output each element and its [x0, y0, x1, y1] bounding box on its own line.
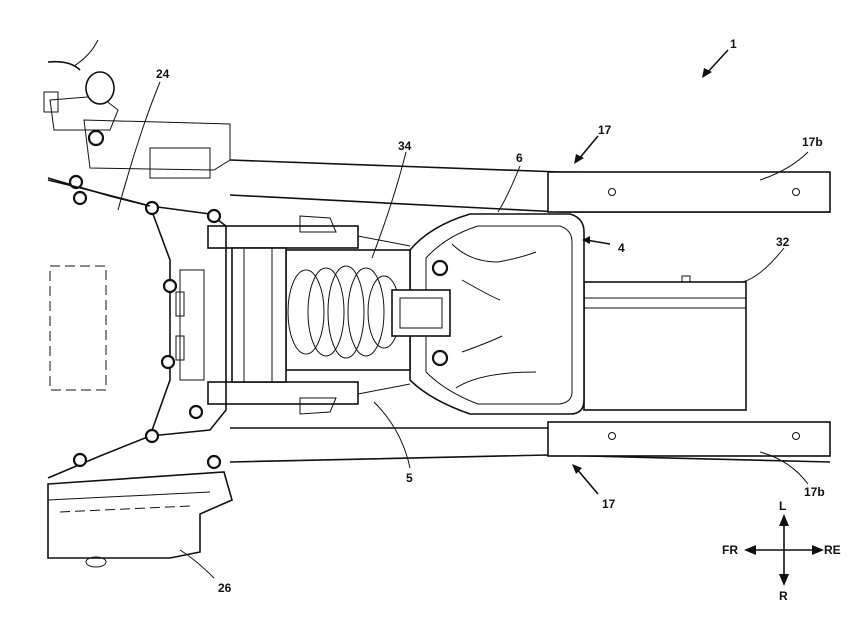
label-26: 26: [218, 581, 232, 595]
compass-front-label: FR: [722, 543, 738, 557]
side-frame-upper: [229, 159, 831, 213]
label-17b-top: 17b: [802, 135, 823, 149]
label-24: 24: [156, 67, 170, 81]
label-1: 1: [730, 37, 737, 51]
label-34: 34: [398, 139, 412, 153]
direction-compass: L R FR RE: [722, 499, 841, 603]
label-17b-bottom: 17b: [804, 485, 825, 499]
compass-right-label: R: [779, 589, 788, 603]
label-17-top: 17: [598, 123, 612, 137]
leader-lines: [73, 39, 809, 579]
side-frame-lower: [229, 421, 831, 463]
coil-spring: [285, 249, 451, 371]
engine-block: [43, 60, 231, 479]
battery-box: [583, 275, 747, 411]
label-17-bottom: 17: [602, 497, 616, 511]
oil-pan: [47, 471, 233, 568]
transmission-case: [409, 213, 585, 415]
reference-labels: 1 24 17 17b 34 6 4 32 5 17 17b 26: [156, 37, 825, 595]
mount-bracket: [207, 215, 411, 415]
label-32: 32: [776, 235, 790, 249]
compass-rear-label: RE: [824, 543, 841, 557]
label-5: 5: [406, 471, 413, 485]
label-4: 4: [618, 241, 625, 255]
label-6: 6: [516, 151, 523, 165]
pointer-arrows: [572, 49, 729, 495]
compass-left-label: L: [779, 499, 786, 513]
